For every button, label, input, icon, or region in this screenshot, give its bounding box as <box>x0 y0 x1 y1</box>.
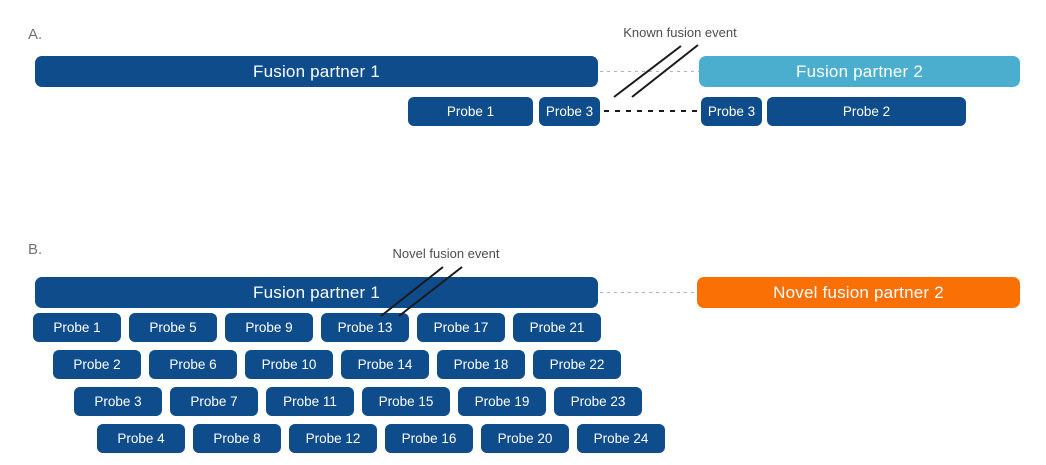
probe-box: Probe 17 <box>417 313 505 342</box>
fusion-partner-1-bar-a: Fusion partner 1 <box>35 56 598 87</box>
fusion-connector-dashed-line-b <box>600 292 697 293</box>
probe-row-4: Probe 4 Probe 8 Probe 12 Probe 16 Probe … <box>97 424 665 453</box>
fusion-partner-1-bar-b: Fusion partner 1 <box>35 277 598 308</box>
probe-box: Probe 9 <box>225 313 313 342</box>
probe-box: Probe 18 <box>437 350 525 379</box>
probe-row-3: Probe 3 Probe 7 Probe 11 Probe 15 Probe … <box>74 387 642 416</box>
probe-box: Probe 11 <box>266 387 354 416</box>
probe-box: Probe 14 <box>341 350 429 379</box>
probe-box: Probe 6 <box>149 350 237 379</box>
novel-fusion-partner-2-bar: Novel fusion partner 2 <box>697 277 1020 308</box>
panel-b-label: B. <box>28 241 43 258</box>
probe-box: Probe 12 <box>289 424 377 453</box>
probe-box: Probe 4 <box>97 424 185 453</box>
probe-box: Probe 8 <box>193 424 281 453</box>
probe-box: Probe 21 <box>513 313 601 342</box>
probe-box: Probe 2 <box>767 97 966 126</box>
probe-box: Probe 2 <box>53 350 141 379</box>
probe-box: Probe 20 <box>481 424 569 453</box>
probe-box: Probe 16 <box>385 424 473 453</box>
probe-box: Probe 13 <box>321 313 409 342</box>
probe-box: Probe 24 <box>577 424 665 453</box>
probe-box: Probe 1 <box>33 313 121 342</box>
probe-box: Probe 19 <box>458 387 546 416</box>
known-fusion-event-label: Known fusion event <box>623 25 737 40</box>
probe-box: Probe 3 <box>539 97 600 126</box>
probe-box: Probe 23 <box>554 387 642 416</box>
probe-box: Probe 5 <box>129 313 217 342</box>
probe-row-2: Probe 2 Probe 6 Probe 10 Probe 14 Probe … <box>53 350 621 379</box>
probe-box: Probe 22 <box>533 350 621 379</box>
fusion-partner-2-bar: Fusion partner 2 <box>699 56 1020 87</box>
probe-box: Probe 15 <box>362 387 450 416</box>
panel-a-label: A. <box>28 26 43 43</box>
novel-fusion-event-label: Novel fusion event <box>392 246 500 261</box>
probe-link-dashed-line <box>604 110 699 112</box>
probe-box: Probe 3 <box>74 387 162 416</box>
probe-row-1: Probe 1 Probe 5 Probe 9 Probe 13 Probe 1… <box>33 313 601 342</box>
probe-box: Probe 3 <box>701 97 762 126</box>
fusion-connector-dashed-line-a <box>600 71 700 72</box>
probe-box: Probe 1 <box>408 97 533 126</box>
probe-box: Probe 7 <box>170 387 258 416</box>
probe-box: Probe 10 <box>245 350 333 379</box>
